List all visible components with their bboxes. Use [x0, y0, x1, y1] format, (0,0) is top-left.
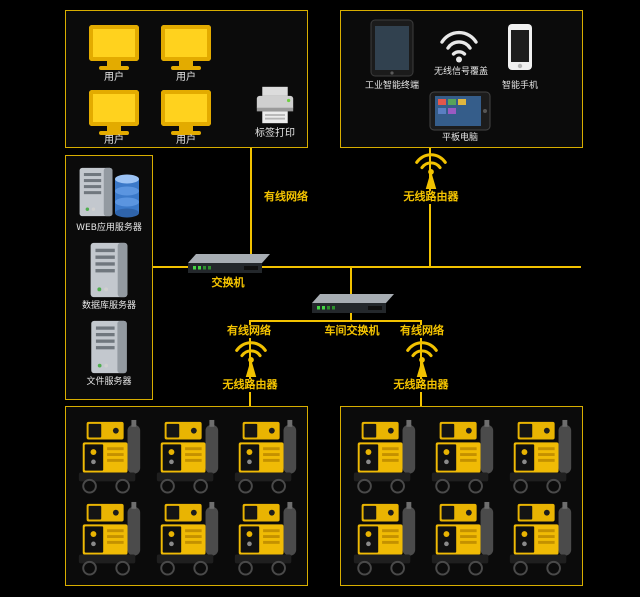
file-server-icon: [87, 319, 131, 375]
db-server-label: 数据库服务器: [81, 301, 136, 311]
monitor-icon: [161, 25, 211, 70]
printer-label: 标签打印: [255, 128, 295, 139]
wifi-icon: [439, 29, 479, 63]
wireless-router-label-right: 无线路由器: [391, 378, 451, 392]
workshop-distribution-line: [249, 320, 422, 322]
wired-network-label-left: 有线网络: [219, 324, 279, 338]
wireless-router-label-left: 无线路由器: [220, 378, 280, 392]
workshop-machines-panel-right: [340, 406, 583, 586]
welding-machine-icon: [348, 499, 422, 577]
user-label: 用户: [104, 135, 124, 146]
user-label: 用户: [104, 72, 124, 83]
wired-network-label-top: 有线网络: [254, 190, 318, 204]
file-server-label: 文件服务器: [86, 377, 132, 387]
wireless-router-antenna-icon: [404, 338, 440, 378]
welding-machine-icon: [229, 417, 303, 495]
web-server-label: WEB应用服务器: [76, 223, 142, 233]
wired-network-label-right: 有线网络: [392, 324, 452, 338]
smartphone-icon: [507, 23, 533, 71]
industrial-terminal-label: 工业智能终端: [364, 81, 419, 91]
welding-machine-icon: [73, 499, 147, 577]
welding-machine-icon: [151, 499, 225, 577]
mobile-devices-panel: 工业智能终端 无线信号覆盖 智能手机 平板电脑: [340, 10, 583, 148]
wired-link-users-to-switch: [250, 148, 252, 256]
wireless-router-label-top: 无线路由器: [399, 190, 463, 204]
workshop-switch-down-line: [350, 312, 352, 322]
wireless-link-mobile-to-bus: [429, 148, 431, 268]
monitor-icon: [89, 25, 139, 70]
wifi-coverage-label: 无线信号覆盖: [433, 67, 488, 77]
tablet-pc-label: 平板电脑: [441, 133, 478, 143]
smartphone-label: 智能手机: [501, 81, 538, 91]
user-terminals-panel: 用户 用户 用户 用户 标签打印: [65, 10, 308, 148]
welding-machine-icon: [426, 417, 500, 495]
welding-machine-icon: [151, 417, 225, 495]
user-label: 用户: [176, 72, 196, 83]
server-panel: WEB应用服务器 数据库服务器 文件服务器: [65, 155, 153, 400]
database-cylinders-icon: [113, 171, 141, 219]
welding-machine-icon: [73, 417, 147, 495]
printer-icon: [253, 85, 297, 125]
workshop-switch-icon: [310, 294, 394, 314]
bus-to-workshop-switch-line: [350, 267, 352, 297]
welding-machine-icon: [504, 417, 578, 495]
wireless-router-antenna-icon: [233, 338, 269, 378]
backbone-bus-line: [153, 266, 581, 268]
core-switch-label: 交换机: [194, 276, 262, 290]
workshop-switch-label: 车间交换机: [310, 324, 394, 338]
welding-machine-icon: [504, 499, 578, 577]
industrial-tablet-icon: [369, 19, 415, 77]
tablet-pc-icon: [429, 91, 491, 131]
workshop-machines-panel-left: [65, 406, 308, 586]
welding-machine-icon: [426, 499, 500, 577]
monitor-icon: [161, 90, 211, 135]
wireless-router-antenna-icon: [413, 150, 449, 190]
web-server-icon: [77, 164, 115, 220]
monitor-icon: [89, 90, 139, 135]
core-switch-icon: [186, 254, 270, 274]
user-label: 用户: [176, 135, 196, 146]
welding-machine-icon: [229, 499, 303, 577]
welding-machine-icon: [348, 417, 422, 495]
db-server-icon: [87, 241, 131, 299]
